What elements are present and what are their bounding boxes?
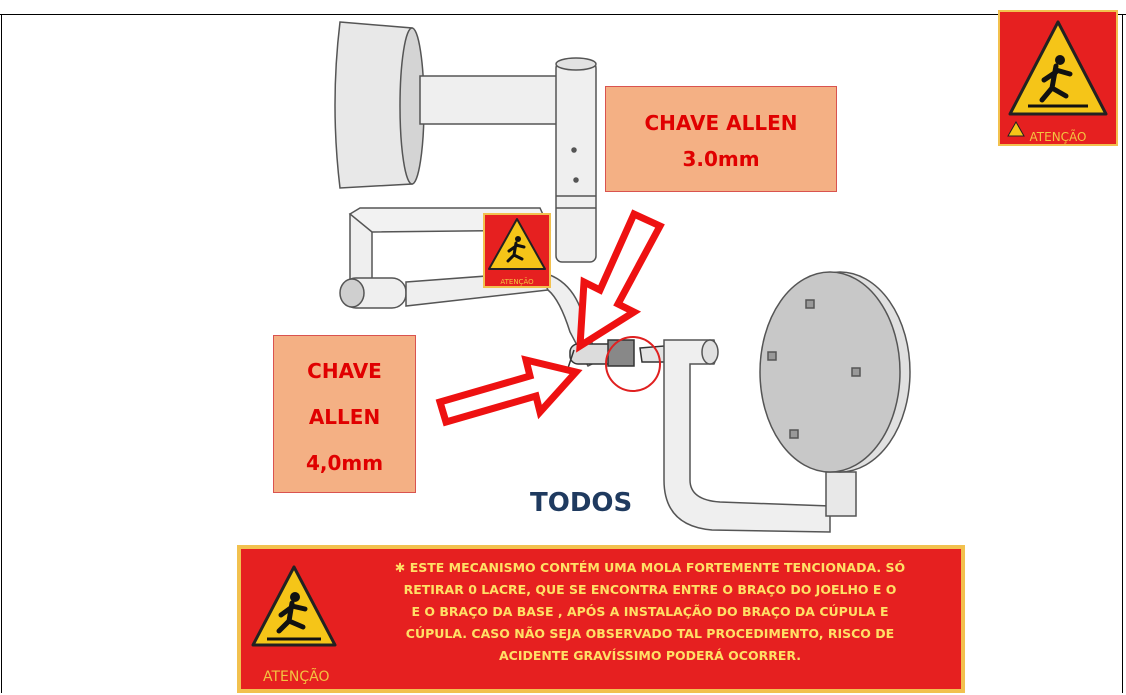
highlight-circle [605,336,661,392]
sign-label-large: ATENÇÃO [1029,130,1087,144]
todos-label: TODOS [530,488,633,518]
slip-hazard-icon-small [488,218,546,270]
warning-notice-box: ATENÇÃO ✱ ESTE MECANISMO CONTÉM UMA MOLA… [237,545,965,693]
callout-allen-key-4mm: CHAVE ALLEN 4,0mm [273,335,416,493]
slip-hazard-icon-notice [251,565,337,647]
sign-label-small: ATENÇÃO [500,278,534,286]
callout-allen-key-3mm: CHAVE ALLEN 3.0mm [605,86,837,192]
notice-line-1: ✱ ESTE MECANISMO CONTÉM UMA MOLA FORTEME… [394,560,906,575]
notice-line-4: CÚPULA. CASO NÃO SEJA OBSERVADO TAL PROC… [405,626,895,641]
warning-sign-large: ATENÇÃO [998,10,1118,146]
callout-left-line3: 4,0mm [305,451,384,475]
page-frame [1,14,1123,693]
slip-hazard-icon [1007,20,1108,137]
notice-line-2: RETIRAR 0 LACRE, QUE SE ENCONTRA ENTRE O… [403,582,897,597]
arrow-top [576,209,665,353]
callout-top-line2: 3.0mm [682,147,760,171]
arrow-left [435,355,583,427]
vertical-post [555,57,597,263]
callout-top-line1: CHAVE ALLEN [644,111,798,135]
notice-line-5: ACIDENTE GRAVÍSSIMO PODERÁ OCORRER. [498,648,801,663]
notice-line-3: E O BRAÇO DA BASE , APÓS A INSTALAÇÃO DO… [411,604,889,619]
callout-left-line1: CHAVE [307,359,382,383]
lower-lamp-dome [759,271,911,473]
lower-arm [663,339,857,533]
notice-text: ✱ ESTE MECANISMO CONTÉM UMA MOLA FORTEME… [341,557,959,667]
upper-lamp-dome [334,21,425,189]
warning-sign-small: ATENÇÃO [483,213,551,288]
callout-left-line2: ALLEN [308,405,381,429]
notice-atencao-label: ATENÇÃO [263,669,330,685]
